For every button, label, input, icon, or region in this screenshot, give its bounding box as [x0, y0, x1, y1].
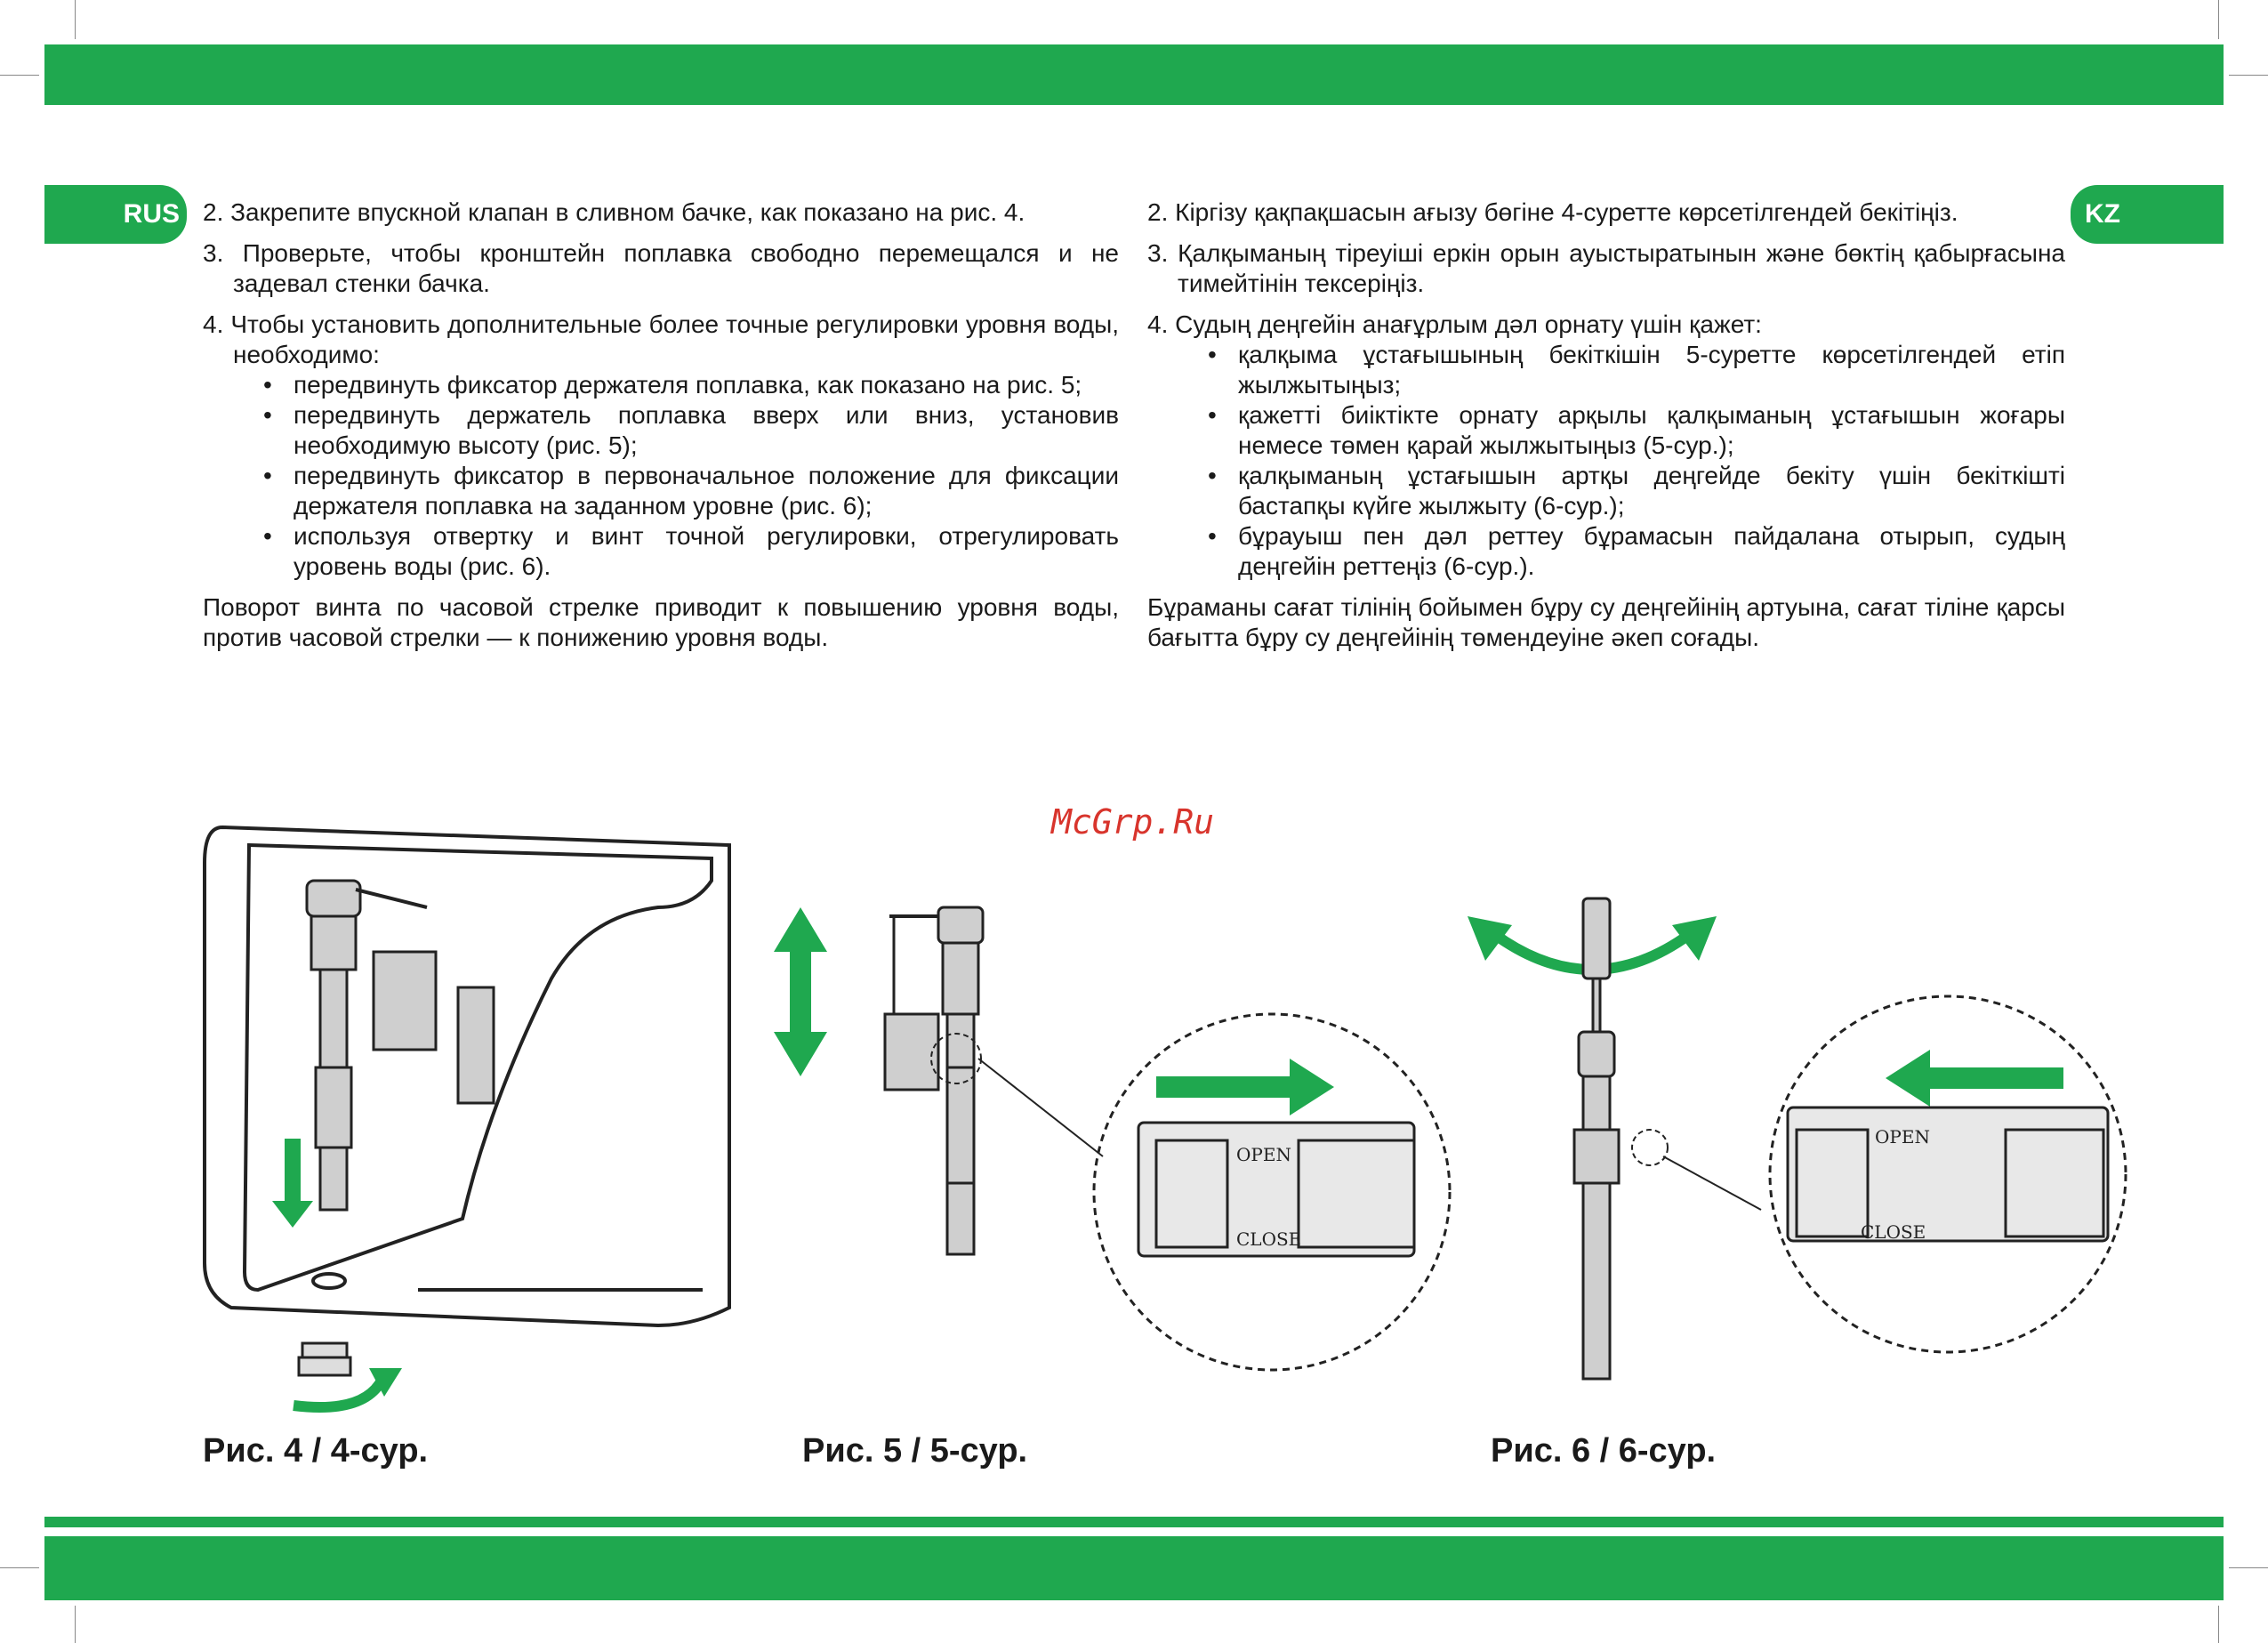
rus-paragraph: Поворот винта по часовой стрелке приводи…	[203, 593, 1119, 651]
slide-right-arrow-icon	[1156, 1059, 1334, 1115]
kz-bullet: қалқыманың ұстағышын артқы деңгейде бекі…	[1178, 461, 2065, 521]
slide-left-arrow-icon	[1886, 1050, 2063, 1107]
crop-mark	[75, 0, 76, 39]
kz-paragraph: Бұраманы сағат тілінің бойымен бұру су д…	[1147, 593, 2065, 651]
header-band	[44, 44, 2224, 105]
kz-text-column: 2. Кіргізу қақпақшасын ағызу бөгіне 4-су…	[1147, 197, 2065, 653]
rus-bullet: передвинуть фиксатор держателя поплавка,…	[233, 370, 1119, 400]
kz-step-3: 3. Қалқыманың тіреуіші еркін орын ауысты…	[1147, 239, 2065, 297]
figure-6-caption: Рис. 6 / 6-сур.	[1491, 1432, 1717, 1470]
watermark: McGrp.Ru	[1051, 802, 1215, 842]
screwdriver-icon	[1581, 897, 1612, 980]
kz-step-4: 4. Судың деңгейін анағұрлым дәл орнату ү…	[1147, 310, 2065, 582]
rus-bullet: передвинуть фиксатор в первоначальное по…	[233, 461, 1119, 521]
rus-step-4-text: 4. Чтобы установить дополнительные более…	[203, 310, 1119, 368]
crop-mark	[2229, 75, 2268, 76]
crop-mark	[2229, 1567, 2268, 1568]
crop-mark	[2218, 1606, 2219, 1643]
rus-bullet: передвинуть держатель поплавка вверх или…	[233, 400, 1119, 461]
footer-band	[44, 1536, 2224, 1600]
kz-bullet: қажетті биіктікте орнату арқылы қалқыман…	[1178, 400, 2065, 461]
up-down-arrow-icon	[774, 907, 827, 1076]
crop-mark	[75, 1606, 76, 1643]
language-tab-kz: KZ	[2071, 185, 2224, 244]
open-label: OPEN	[1236, 1144, 1291, 1165]
crop-mark	[0, 1567, 39, 1568]
kz-step-4-text: 4. Судың деңгейін анағұрлым дәл орнату ү…	[1147, 310, 1762, 338]
crop-mark	[0, 75, 39, 76]
language-tab-rus: RUS	[44, 185, 187, 244]
rus-step-2: 2. Закрепите впускной клапан в сливном б…	[203, 198, 1025, 226]
rus-bullet: используя отвертку и винт точной регулир…	[233, 521, 1119, 582]
rus-text-column: 2. Закрепите впускной клапан в сливном б…	[203, 197, 1119, 653]
open-label: OPEN	[1875, 1126, 1930, 1148]
crop-mark	[2218, 0, 2219, 39]
figure-4-illustration	[203, 825, 731, 1413]
close-label: CLOSE	[1236, 1228, 1301, 1250]
kz-bullet: қалқыма ұстағышының бекіткішін 5-суретте…	[1178, 340, 2065, 400]
rus-bullet-list: передвинуть фиксатор держателя поплавка,…	[233, 370, 1119, 582]
figure-5-illustration: OPEN CLOSE	[774, 906, 1452, 1372]
rus-step-3: 3. Проверьте, чтобы кронштейн поплавка с…	[203, 239, 1119, 297]
close-label: CLOSE	[1861, 1221, 1926, 1243]
kz-bullet-list: қалқыма ұстағышының бекіткішін 5-суретте…	[1178, 340, 2065, 582]
figure-6-illustration: OPEN CLOSE	[1468, 897, 2127, 1381]
rus-step-4: 4. Чтобы установить дополнительные более…	[203, 310, 1119, 582]
footer-rule	[44, 1517, 2224, 1527]
figure-4-caption: Рис. 4 / 4-сур.	[203, 1432, 429, 1470]
kz-bullet: бұрауыш пен дәл реттеу бұрамасын пайдала…	[1178, 521, 2065, 582]
figure-5-caption: Рис. 5 / 5-сур.	[802, 1432, 1028, 1470]
kz-step-2: 2. Кіргізу қақпақшасын ағызу бөгіне 4-су…	[1147, 198, 1958, 226]
